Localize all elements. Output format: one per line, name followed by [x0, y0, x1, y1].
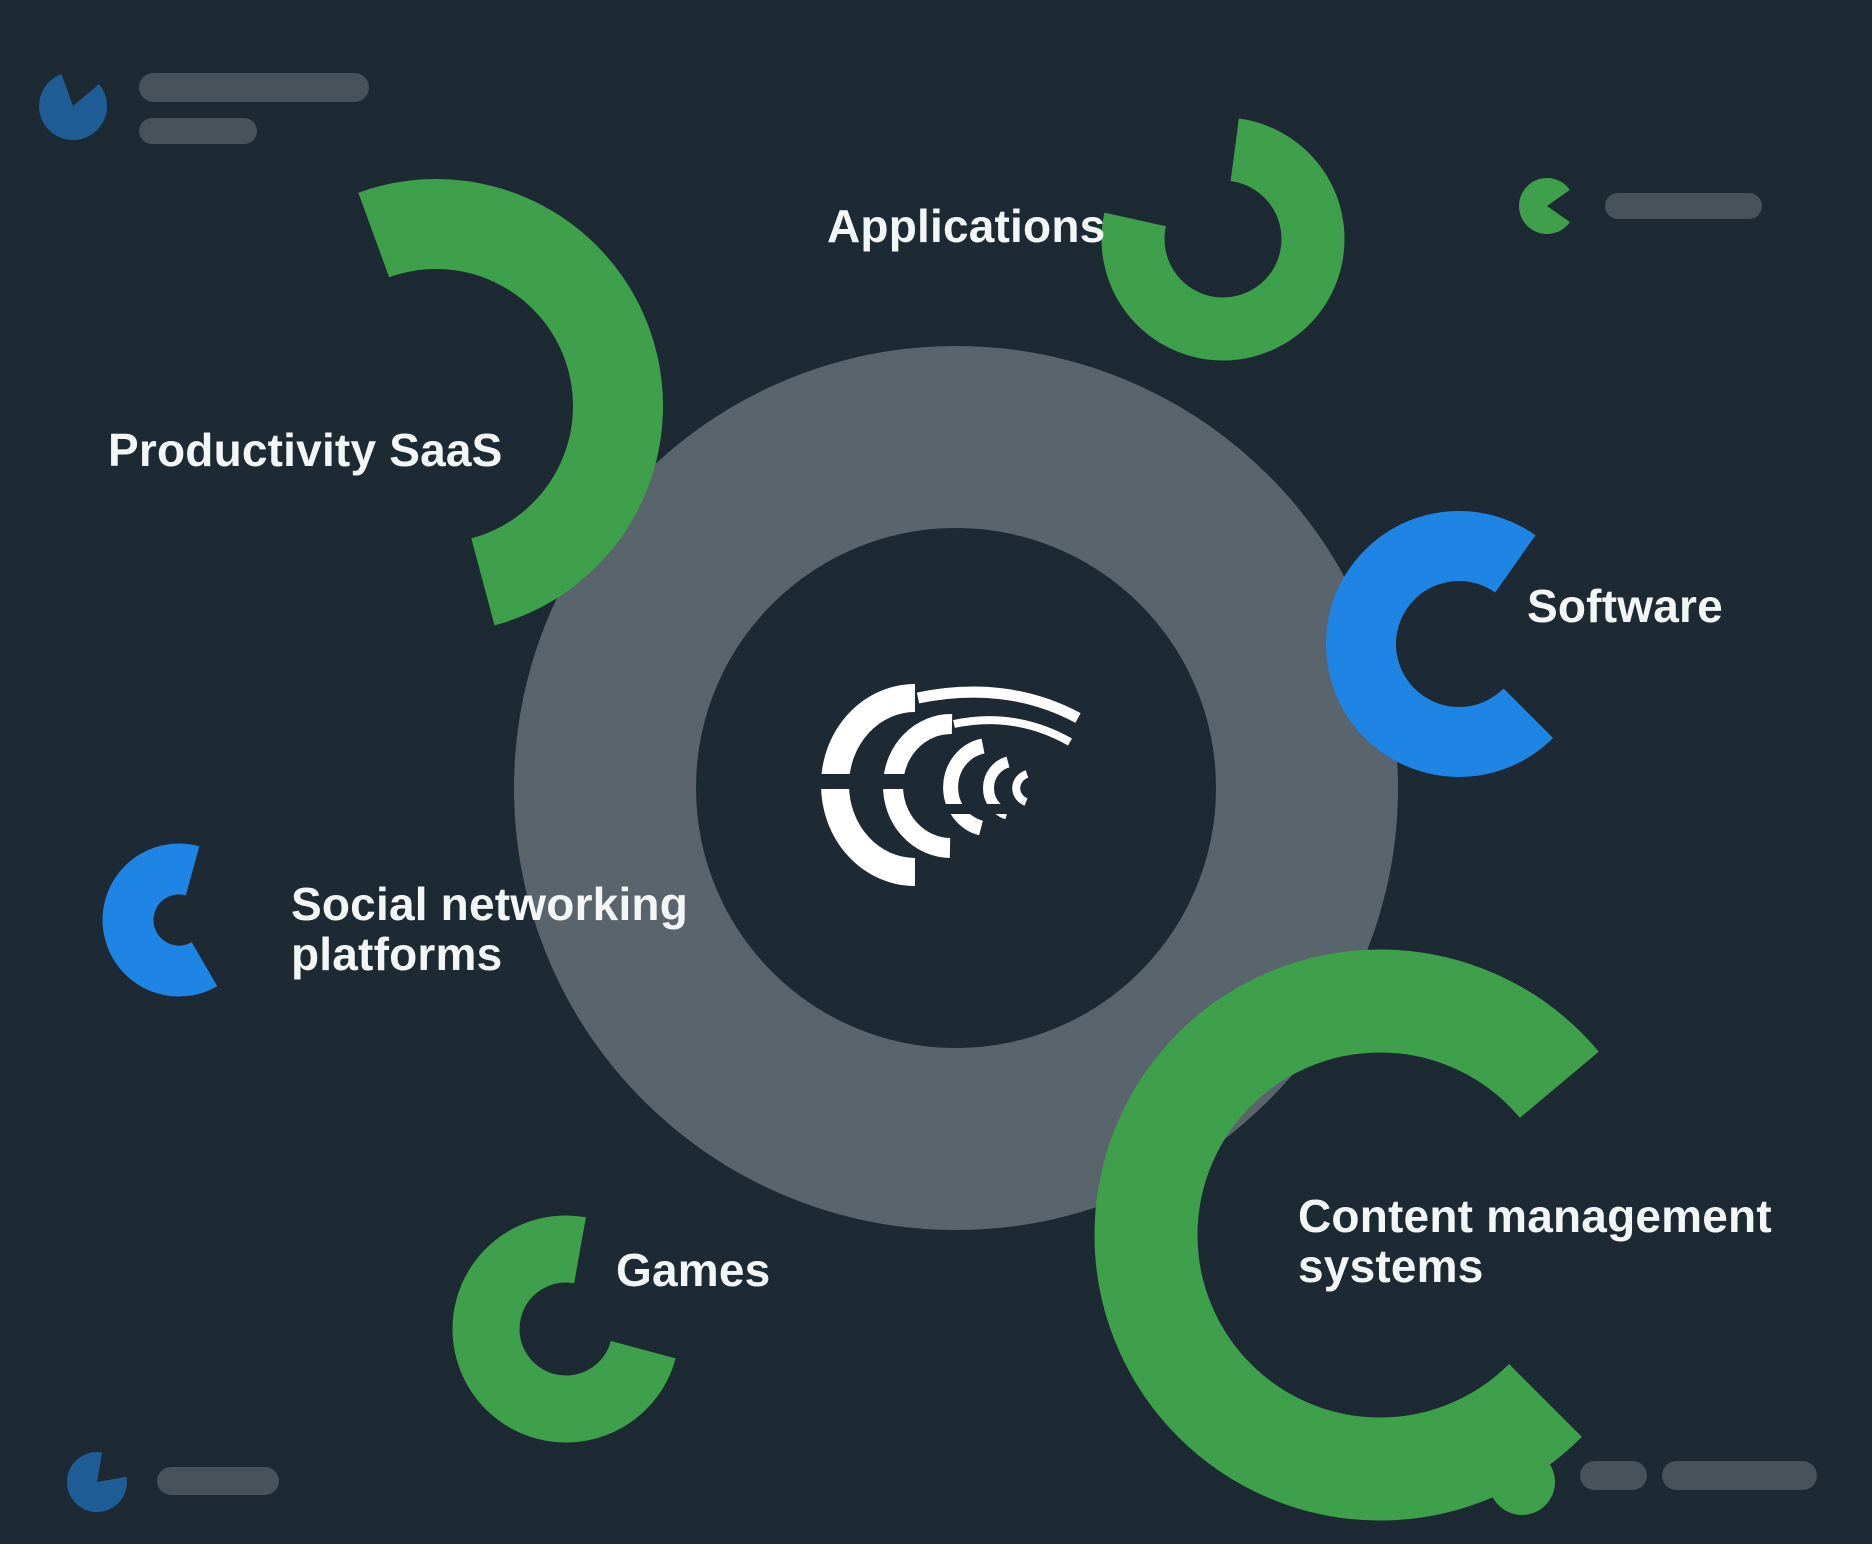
label-productivity-saas: Productivity SaaS — [108, 424, 503, 476]
label-social-networking-line2: platforms — [291, 927, 503, 980]
label-content-management-line2: systems — [1298, 1239, 1484, 1292]
logo-slit-upper — [816, 774, 934, 789]
arc-productivity-saas — [209, 179, 663, 633]
label-social-networking: Social networking platforms — [291, 878, 689, 980]
arc-games — [452, 1215, 680, 1443]
placeholder-bar-top-right — [1605, 193, 1762, 219]
arc-social-networking — [102, 843, 256, 997]
placeholder-bar-bottom-left — [157, 1467, 279, 1495]
pacman-shape-top-left-icon — [39, 74, 108, 141]
arc-content-management — [1094, 949, 1666, 1521]
placeholder-bar-top-left-2 — [139, 118, 257, 144]
placeholder-bar-top-left-1 — [139, 73, 369, 102]
logo-crescent-3 — [943, 738, 985, 836]
label-software: Software — [1527, 580, 1723, 632]
placeholder-bar-bottom-right-1 — [1580, 1461, 1647, 1490]
placeholder-bar-bottom-right-2 — [1662, 1461, 1817, 1490]
pacman-shape-top-right-icon — [1518, 178, 1570, 234]
label-games: Games — [616, 1244, 771, 1296]
brand-logo-icon — [816, 684, 1081, 886]
logo-swoosh-top — [916, 686, 1081, 723]
pacman-shape-bottom-left-icon — [66, 1452, 127, 1513]
arc-applications — [1101, 117, 1345, 361]
label-social-networking-line1: Social networking — [291, 878, 689, 930]
label-content-management-line1: Content management — [1298, 1190, 1772, 1242]
hub-ring — [514, 346, 1398, 1230]
logo-crescent-5 — [1012, 770, 1029, 806]
label-content-management: Content management systems — [1298, 1190, 1772, 1292]
pacman-shape-bottom-right-icon — [1488, 1449, 1555, 1516]
logo-slit-lower — [926, 804, 1012, 814]
label-applications: Applications — [827, 200, 1106, 252]
logo-swoosh-inner — [953, 716, 1072, 746]
